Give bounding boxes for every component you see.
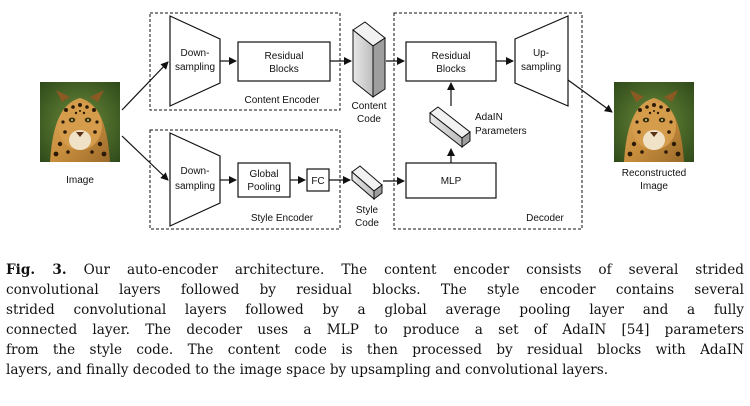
decoder-residual-blocks <box>405 41 497 82</box>
reconstructed-image-label-1: Reconstructed <box>622 168 686 179</box>
arrow-image-to-content-encoder <box>121 61 169 111</box>
decoder-residual-label-1: Residual <box>432 51 471 62</box>
global-pooling-label-2: Pooling <box>247 182 280 193</box>
decoder-residual-label-2: Blocks <box>436 64 465 75</box>
content-code-cube <box>352 21 386 99</box>
input-image <box>40 82 120 162</box>
content-downsampling-label-2: sampling <box>175 62 215 73</box>
adain-parameters-label-1: AdaIN <box>475 112 503 123</box>
caption-line-4: connected layer. The decoder uses a MLP … <box>6 322 744 338</box>
upsampling-label-1: Up- <box>533 48 549 59</box>
style-downsampling-label-2: sampling <box>175 181 215 192</box>
content-encoder-title: Content Encoder <box>244 95 320 106</box>
input-image-label: Image <box>66 175 94 186</box>
upsampling-label-2: sampling <box>521 62 561 73</box>
caption-line-5: from the style code. The content code is… <box>6 342 744 358</box>
style-code-label-1: Style <box>356 205 379 216</box>
arrow-upsampling-to-output <box>567 79 613 113</box>
global-pooling-label-1: Global <box>250 169 279 180</box>
adain-parameters-label-2: Parameters <box>475 126 527 137</box>
caption-label: Fig. 3. <box>6 262 67 278</box>
content-downsampling-label-1: Down- <box>181 48 210 59</box>
upsampling-block <box>514 15 569 107</box>
global-pooling-block <box>237 162 291 198</box>
architecture-diagram: Image Down- sampling Residual Blocks Con… <box>40 12 694 230</box>
content-downsampling-block <box>169 15 221 107</box>
fc-label: FC <box>311 176 324 187</box>
content-code-label-2: Code <box>357 114 381 125</box>
caption-line-1: Fig. 3. Our auto-encoder architecture. T… <box>6 260 744 280</box>
arrow-image-to-style-encoder <box>121 135 169 181</box>
caption-line-3: strided convolutional layers followed by… <box>6 302 744 318</box>
style-encoder-title: Style Encoder <box>251 213 314 224</box>
reconstructed-image <box>614 82 694 162</box>
adain-parameters-cube <box>429 106 471 149</box>
content-encoder-box <box>149 12 341 111</box>
content-residual-label-1: Residual <box>265 51 304 62</box>
content-residual-label-2: Blocks <box>269 64 298 75</box>
caption-line-6: layers, and finally decoded to the image… <box>6 362 609 378</box>
mlp-label: MLP <box>441 176 462 187</box>
caption-line-2: convolutional layers followed by residua… <box>6 282 744 298</box>
style-code-label-2: Code <box>355 218 379 229</box>
content-code-label-1: Content <box>351 101 386 112</box>
style-code-cube <box>351 165 383 201</box>
style-encoder-box <box>149 129 341 230</box>
reconstructed-image-label-2: Image <box>640 181 668 192</box>
decoder-box <box>393 12 583 230</box>
decoder-title: Decoder <box>526 213 564 224</box>
style-downsampling-block <box>169 132 221 227</box>
style-downsampling-label-1: Down- <box>181 166 210 177</box>
figure-caption: Fig. 3. Our auto-encoder architecture. T… <box>6 260 744 380</box>
caption-line-1-text: Our auto-encoder architecture. The conte… <box>66 262 744 278</box>
